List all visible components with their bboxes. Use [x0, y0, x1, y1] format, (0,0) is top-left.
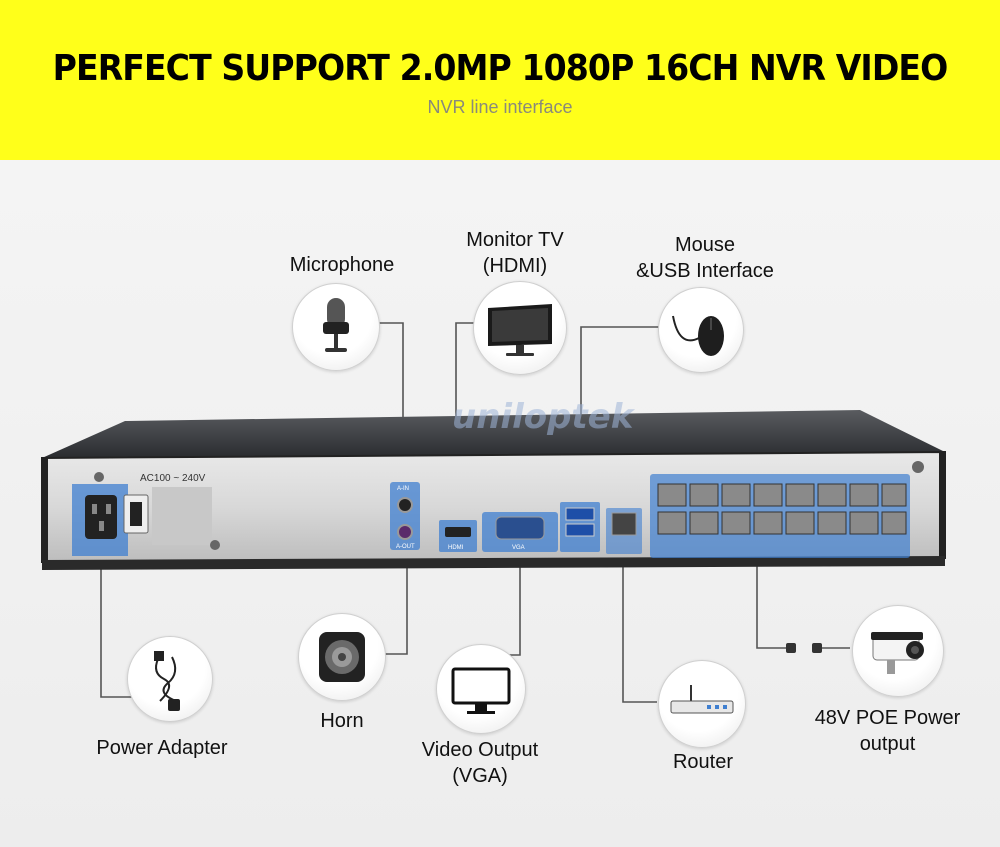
- vent-grille: [152, 487, 212, 545]
- port-ain-label: A-IN: [397, 486, 409, 492]
- wire-router: [622, 555, 657, 703]
- vga-monitor-icon: [436, 644, 526, 734]
- wire-horn: [382, 550, 408, 655]
- watermark-text: uniloptek: [452, 397, 636, 437]
- port-hdmi-label: HDMI: [448, 545, 464, 551]
- banner: PERFECT SUPPORT 2.0MP 1080P 16CH NVR VID…: [0, 0, 1000, 160]
- label-monitor-tv: Monitor TV (HDMI): [466, 229, 564, 277]
- power-rating-label: AC100 ~ 240V: [140, 473, 206, 484]
- chassis-top: [42, 410, 945, 458]
- banner-subtitle: NVR line interface: [427, 97, 573, 117]
- poe-port-grid: [657, 483, 907, 535]
- monitor-icon: [473, 281, 567, 375]
- horn-speaker-icon: [298, 613, 386, 701]
- banner-title: PERFECT SUPPORT 2.0MP 1080P 16CH NVR VID…: [52, 48, 949, 89]
- port-aout-label: A-OUT: [396, 544, 415, 550]
- port-vga-label: VGA: [512, 545, 525, 551]
- label-poe-power: 48V POE Power output: [814, 707, 961, 755]
- label-video-output: Video Output (VGA): [421, 739, 539, 787]
- label-power-adapter: Power Adapter: [96, 737, 228, 759]
- label-router: Router: [672, 751, 734, 773]
- label-mouse-usb: Mouse &USB Interface: [636, 234, 774, 282]
- camera-icon: [852, 605, 944, 697]
- wire-power: [100, 552, 134, 698]
- poe-connector: [786, 643, 822, 653]
- label-horn: Horn: [320, 710, 364, 732]
- label-microphone: Microphone: [289, 254, 395, 276]
- mouse-icon: [658, 287, 744, 373]
- router-icon: [658, 660, 746, 748]
- microphone-icon: [292, 283, 380, 371]
- wire-poe: [756, 560, 790, 649]
- power-cable-icon: [127, 636, 213, 722]
